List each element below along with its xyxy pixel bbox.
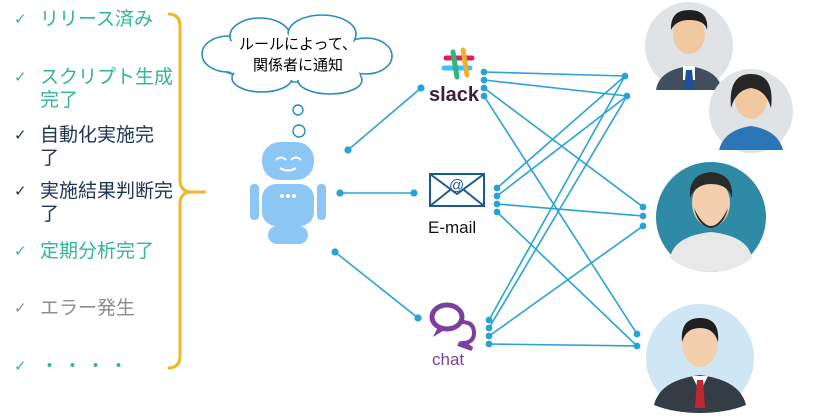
status-label: 実施結果判断完了 xyxy=(40,180,174,225)
status-label: 定期分析完了 xyxy=(40,240,155,262)
check-icon: ✓ xyxy=(14,126,27,144)
check-icon: ✓ xyxy=(14,242,27,260)
check-icon: ✓ xyxy=(14,68,27,86)
thought-cloud xyxy=(201,14,393,138)
person-avatar-2 xyxy=(709,69,793,153)
chat-bubbles-icon xyxy=(429,302,477,351)
check-icon: ✓ xyxy=(14,10,27,28)
email-at-symbol: @ xyxy=(449,177,465,194)
status-label: エラー発生 xyxy=(40,297,136,319)
thought-bubble-text: ルールによって、関係者に通知 xyxy=(238,35,358,74)
robot-icon xyxy=(250,142,326,244)
chat-label: chat xyxy=(432,350,465,369)
check-icon: ✓ xyxy=(14,357,27,375)
person-avatar-4 xyxy=(646,304,754,413)
email-label: E-mail xyxy=(428,218,477,237)
status-label: スクリプト生成完了 xyxy=(40,66,174,111)
slack-logo-icon xyxy=(441,47,475,80)
envelope-icon xyxy=(429,173,485,207)
person-avatar-3 xyxy=(656,162,766,272)
status-label: ・・・・ xyxy=(40,355,133,377)
curly-bracket xyxy=(167,12,193,370)
slack-label: slack xyxy=(429,84,480,106)
status-label: リリース済み xyxy=(40,8,154,30)
person-avatar-1 xyxy=(645,2,733,90)
check-icon: ✓ xyxy=(14,299,27,317)
check-icon: ✓ xyxy=(14,182,27,200)
status-label: 自動化実施完了 xyxy=(40,124,155,169)
